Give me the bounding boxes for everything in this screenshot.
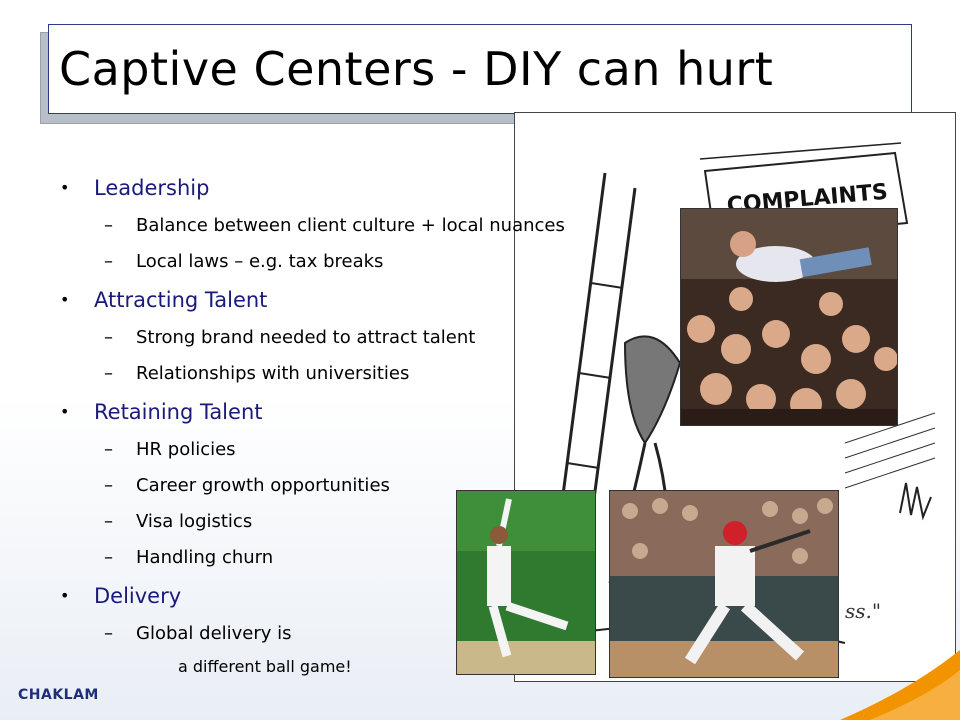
bullet-dot: • <box>60 178 70 197</box>
bullet-label: Retaining Talent <box>94 400 263 424</box>
sub-bullet-label: Strong brand needed to attract talent <box>136 327 476 348</box>
sub-bullet-item: – Career growth opportunities <box>58 468 658 504</box>
caption-fragment-right: ss." <box>845 599 881 623</box>
sub-bullet-continuation: a different ball game! <box>178 657 352 676</box>
sub-bullet-label: Handling churn <box>136 547 274 568</box>
sub-bullet-item: – Relationships with universities <box>58 356 658 392</box>
title-box: Captive Centers - DIY can hurt <box>48 24 912 114</box>
bullet-item: • Delivery <box>58 576 658 616</box>
sub-bullet-item: – Global delivery is <box>58 616 658 652</box>
crowd-surfing-photo <box>680 208 898 426</box>
sub-bullet-dash: – <box>104 327 113 348</box>
bullet-label: Leadership <box>94 176 210 200</box>
sub-bullet-item: – Balance between client culture + local … <box>58 208 658 244</box>
sub-bullet-label: Balance between client culture + local n… <box>136 215 565 236</box>
sub-bullet-dash: – <box>104 511 113 532</box>
bullet-dot: • <box>60 290 70 309</box>
sub-bullet-dash: – <box>104 251 113 272</box>
sub-bullet-dash: – <box>104 363 113 384</box>
sub-bullet-item: – Handling churn <box>58 540 658 576</box>
bullet-item: • Attracting Talent <box>58 280 658 320</box>
company-logo: CHAKLAM <box>18 687 99 703</box>
sub-bullet-item: – HR policies <box>58 432 658 468</box>
sub-bullet-dash: – <box>104 475 113 496</box>
bullet-item: • Leadership <box>58 168 658 208</box>
sub-bullet-item: – Strong brand needed to attract talent <box>58 320 658 356</box>
bullet-label: Delivery <box>94 584 182 608</box>
orange-swoosh <box>820 650 960 720</box>
bullet-dot: • <box>60 586 70 605</box>
sub-bullet-label: Relationships with universities <box>136 363 410 384</box>
sub-bullet-dash: – <box>104 439 113 460</box>
sub-bullet-label: HR policies <box>136 439 236 460</box>
sub-bullet-dash: – <box>104 215 113 236</box>
sub-bullet-label: Visa logistics <box>136 511 253 532</box>
sub-bullet-item: – Visa logistics <box>58 504 658 540</box>
bullet-list: • Leadership – Balance between client cultu… <box>58 168 658 682</box>
sub-bullet-dash: – <box>104 623 113 644</box>
baseball-batter-photo <box>609 490 839 678</box>
bullet-item: • Retaining Talent <box>58 392 658 432</box>
slide-title: Captive Centers - DIY can hurt <box>59 42 774 96</box>
cricket-bowler-photo <box>456 490 596 675</box>
sub-bullet-dash: – <box>104 547 113 568</box>
sub-bullet-label: Career growth opportunities <box>136 475 390 496</box>
sub-bullet-item: – Local laws – e.g. tax breaks <box>58 244 658 280</box>
sub-bullet-label: Global delivery is <box>136 623 292 644</box>
sub-bullet-label: Local laws – e.g. tax breaks <box>136 251 384 272</box>
bullet-label: Attracting Talent <box>94 288 268 312</box>
bullet-dot: • <box>60 402 70 421</box>
